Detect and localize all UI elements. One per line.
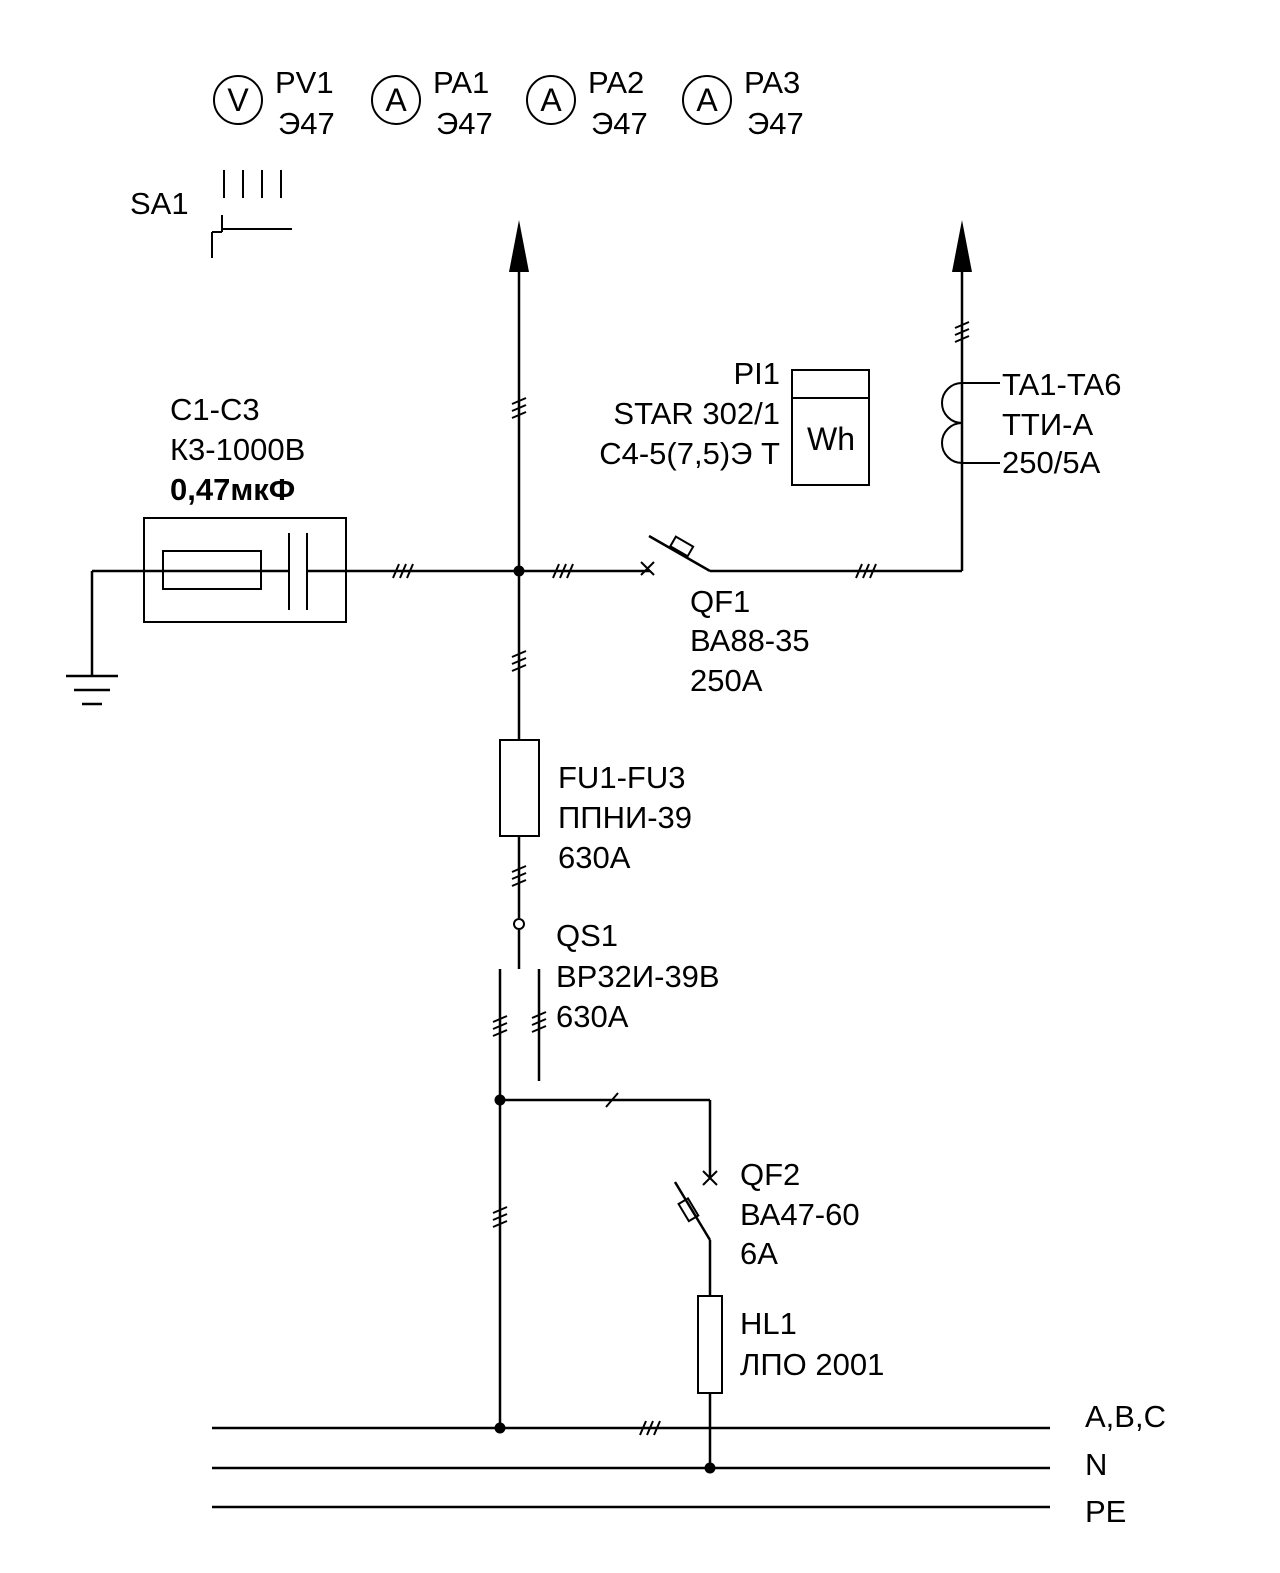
qf1-type: ВА88-35: [690, 623, 810, 658]
ground-icon: [66, 674, 118, 706]
voltmeter-circle: [213, 75, 263, 125]
qf2-rating: 6А: [740, 1236, 778, 1271]
current-transformers-ta1-ta6: TA1-TA6 ТТИ-А 250/5А: [941, 220, 1121, 571]
busbars: A,B,C N PE: [212, 1399, 1166, 1529]
fuse-symbol: [499, 739, 540, 837]
breaker-cross-icon: [640, 561, 655, 576]
voltmeter-symbol: V: [227, 82, 249, 118]
voltmeter-pv1: V PV1 Э47: [213, 65, 335, 141]
single-conductor-tick: [605, 1092, 619, 1108]
qf2-type: ВА47-60: [740, 1197, 860, 1232]
ammeter-name: PA1: [433, 65, 489, 100]
capacitor-c1-c3: C1-C3 К3-1000В 0,47мкФ: [66, 392, 519, 706]
fuses-fu1-fu3: FU1-FU3 ППНИ-39 630А: [499, 739, 692, 875]
voltmeter-name: PV1: [275, 65, 334, 100]
ammeter-circle: [526, 75, 576, 125]
qf1-rating: 250А: [690, 663, 763, 698]
qf2-name: QF2: [740, 1157, 800, 1192]
capacitor-type: К3-1000В: [170, 432, 305, 467]
pe-bus-label: PE: [1085, 1494, 1126, 1529]
ammeter-pa1: A PA1 Э47: [371, 65, 493, 141]
ammeter-type: Э47: [747, 106, 804, 141]
breaker-release-icon: [677, 1196, 700, 1223]
qs1-type: ВР32И-39В: [556, 959, 720, 994]
three-phase-tick-marks: [392, 321, 970, 1436]
ammeter-name: PA3: [744, 65, 800, 100]
ammeter-symbol: A: [385, 82, 407, 118]
arrow-up-icon: [952, 220, 972, 272]
ammeter-name: PA2: [588, 65, 644, 100]
qs1-name: QS1: [556, 918, 618, 953]
fuse-type: ППНИ-39: [558, 800, 692, 835]
ammeter-type: Э47: [436, 106, 493, 141]
selector-switch-sa1: SA1: [130, 170, 292, 258]
ammeter-type: Э47: [591, 106, 648, 141]
sa1-handle: [211, 215, 292, 258]
ct-type: ТТИ-А: [1002, 407, 1093, 442]
disconnector-qs1: QS1 ВР32И-39В 630А: [498, 918, 720, 1100]
ammeter-pa3: A PA3 Э47: [682, 65, 804, 141]
ct-winding-icon: [941, 382, 963, 464]
disconnector-contact-icon: [513, 918, 525, 930]
neutral-bus-label: N: [1085, 1447, 1107, 1482]
ammeter-symbol: A: [696, 82, 718, 118]
qs1-rating: 630А: [556, 999, 629, 1034]
voltmeter-type: Э47: [278, 106, 335, 141]
capacitor-name: C1-C3: [170, 392, 260, 427]
sa1-label: SA1: [130, 186, 189, 221]
arrow-up-icon: [509, 220, 529, 272]
hl1-type: ЛПО 2001: [740, 1347, 884, 1382]
breaker-qf2: QF2 ВА47-60 6А: [500, 1092, 860, 1296]
fuse-name: FU1-FU3: [558, 760, 685, 795]
ammeter-symbol: A: [540, 82, 562, 118]
energy-meter-rating: С4-5(7,5)Э Т: [599, 436, 780, 471]
sa1-contacts: [223, 170, 282, 198]
lamp-hl1: HL1 ЛПО 2001: [697, 1295, 884, 1474]
energy-meter-box: [791, 369, 870, 486]
ct-name: TA1-TA6: [1002, 367, 1121, 402]
breaker-release-icon: [668, 535, 695, 558]
energy-meter-pi1: PI1 STAR 302/1 С4-5(7,5)Э Т Wh: [599, 356, 870, 486]
breaker-qf1: QF1 ВА88-35 250А: [519, 534, 962, 698]
qf1-name: QF1: [690, 584, 750, 619]
watthour-symbol: Wh: [807, 421, 855, 457]
energy-meter-name: PI1: [733, 356, 780, 391]
phase-bus-label: A,B,C: [1085, 1399, 1166, 1434]
breaker-cross-icon: [702, 1170, 718, 1186]
ct-ratio: 250/5А: [1002, 445, 1101, 480]
ammeter-circle: [371, 75, 421, 125]
capacitor-value: 0,47мкФ: [170, 472, 295, 507]
fuse-rating: 630А: [558, 840, 631, 875]
ammeter-pa2: A PA2 Э47: [526, 65, 648, 141]
energy-meter-model: STAR 302/1: [613, 396, 780, 431]
hl1-name: HL1: [740, 1306, 797, 1341]
ammeter-circle: [682, 75, 732, 125]
lamp-symbol: [697, 1295, 723, 1394]
